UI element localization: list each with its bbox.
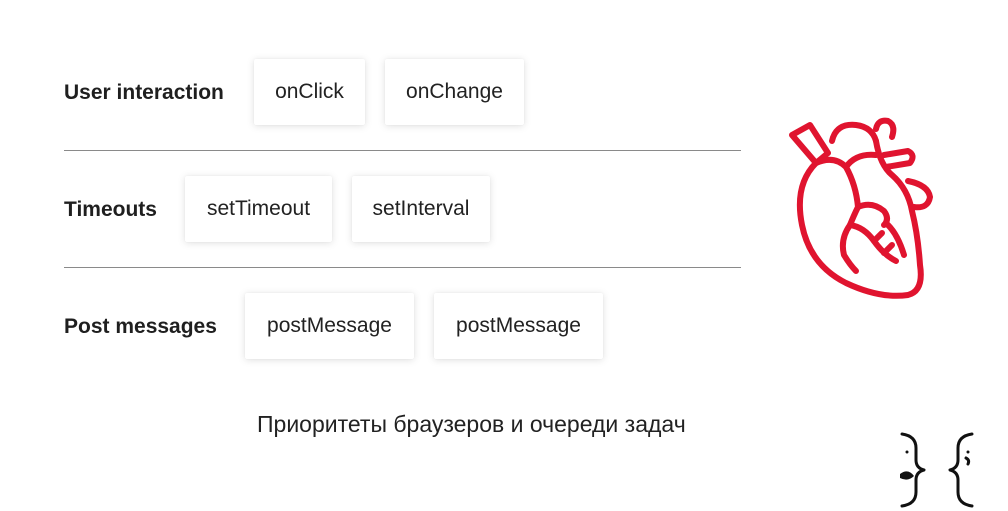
- anatomical-heart-icon: [789, 117, 933, 299]
- curly-braces-logo-icon: [900, 432, 974, 508]
- chip-setinterval[interactable]: setInterval: [352, 176, 490, 242]
- row-divider: [64, 150, 741, 151]
- row-label-user-interaction: User interaction: [64, 81, 224, 104]
- presentation-subtitle: Приоритеты браузеров и очереди задач: [257, 411, 686, 437]
- chip-settimeout[interactable]: setTimeout: [185, 176, 332, 242]
- chip-onclick[interactable]: onClick: [254, 59, 365, 125]
- row-label-timeouts: Timeouts: [64, 198, 157, 221]
- row-label-post-messages: Post messages: [64, 315, 217, 338]
- chip-postmessage-1[interactable]: postMessage: [245, 293, 414, 359]
- chip-postmessage-2[interactable]: postMessage: [434, 293, 603, 359]
- chip-onchange[interactable]: onChange: [385, 59, 524, 125]
- row-divider: [64, 267, 741, 268]
